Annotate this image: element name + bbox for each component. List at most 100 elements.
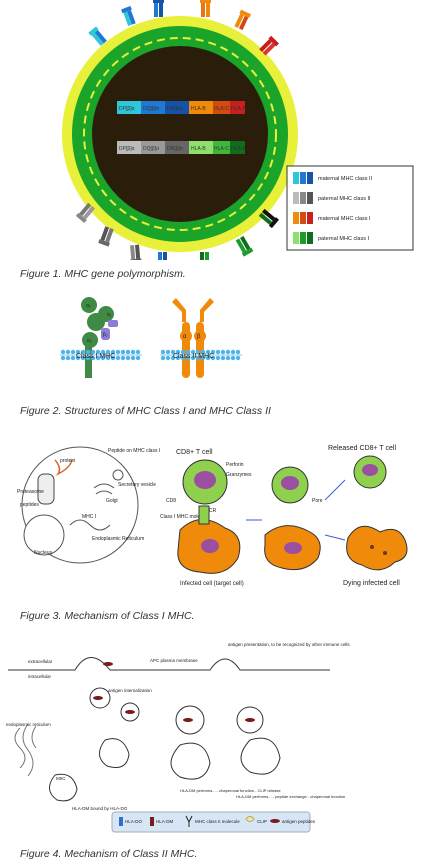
figure-2: α₂ α₁ α₃ β₂ α β Class I MHC Class II MHC… xyxy=(0,290,423,430)
dm-functions-1: HLA-DM performs... - chaperonal function… xyxy=(180,788,281,793)
tcr-label: TCR xyxy=(206,508,217,514)
lipid-bead xyxy=(105,355,111,361)
lipid-bead xyxy=(110,355,116,361)
gene-label: HLA-B xyxy=(191,106,206,112)
lipid-bead xyxy=(70,355,76,361)
lipid-bead xyxy=(130,355,136,361)
gene-box xyxy=(213,101,230,114)
figure-4-legend xyxy=(111,811,311,833)
secretory-label: Secretory vesicle xyxy=(118,482,156,488)
alpha-label: α xyxy=(183,334,187,340)
lipid-bead xyxy=(215,349,221,355)
lipid-bead xyxy=(95,355,101,361)
pore-label: Pore xyxy=(312,498,323,504)
legend-label: maternal MHC class I xyxy=(318,216,371,222)
lipid-bead xyxy=(190,355,196,361)
gene-label: HLA-C xyxy=(214,146,229,152)
lipid-bead xyxy=(195,349,201,355)
lipid-bead xyxy=(110,349,116,355)
beta2-label: β₂ xyxy=(103,332,108,338)
lipid-bead xyxy=(100,355,106,361)
lipid-bead xyxy=(95,349,101,355)
dashed-ring xyxy=(83,37,277,231)
er-label: endoplasmic reticulum xyxy=(6,722,51,727)
lipid-bead xyxy=(180,355,186,361)
released-t-cell xyxy=(353,455,387,489)
internalization-label: antigen internalization xyxy=(108,688,152,693)
granzymes-label: Granzymes xyxy=(226,472,252,478)
lipid-bead xyxy=(115,349,121,355)
infected-cell xyxy=(177,505,241,574)
lipid-beads xyxy=(60,349,241,361)
lipid-bead xyxy=(120,355,126,361)
class-1-mhc-molecule-label: Class I MHC molecule xyxy=(160,514,210,520)
peptide-on-mhc-label: Peptide on MHC class I xyxy=(108,448,160,454)
lipid-bead xyxy=(115,355,121,361)
legend-antigen: antigen peptides xyxy=(282,819,316,824)
lipid-bead xyxy=(85,355,91,361)
alpha3-label: α₃ xyxy=(87,338,92,344)
lipid-bead xyxy=(200,349,206,355)
lipid-bead xyxy=(235,355,241,361)
lipid-bead xyxy=(120,349,126,355)
alpha1-label: α₁ xyxy=(107,312,112,318)
golgi xyxy=(93,483,115,495)
plasma-membrane xyxy=(8,657,330,671)
figure-3: protein Proteasome peptides Nucleus Endo… xyxy=(0,440,423,625)
miic-label: MIIC xyxy=(56,776,66,781)
gene-label: DQ[β]α xyxy=(143,106,159,112)
gene-label: HLA-A xyxy=(231,146,246,152)
lipid-bead xyxy=(100,349,106,355)
lipid-bead xyxy=(190,349,196,355)
legend-label: maternal MHC class II xyxy=(318,176,373,182)
legend-hla-do: HLA-DO xyxy=(125,819,143,824)
legend-box: maternal MHC class II paternal MHC class… xyxy=(286,165,414,251)
gene-box xyxy=(189,101,213,114)
nucleus xyxy=(23,514,65,556)
lipid-bead xyxy=(170,355,176,361)
lipid-bead xyxy=(205,355,211,361)
protein-strand xyxy=(54,459,73,476)
lipid-bead xyxy=(185,355,191,361)
lipid-bead xyxy=(160,349,166,355)
gene-box xyxy=(230,141,245,154)
cd8-t-cell xyxy=(182,459,228,505)
legend-mhc-ii: MHC class II molecule xyxy=(195,819,240,824)
lipid-bead xyxy=(210,349,216,355)
cd8-label: CD8 xyxy=(166,498,176,504)
gene-label: DR[β]α xyxy=(167,146,183,152)
lipid-bead xyxy=(195,355,201,361)
beta-label: β xyxy=(197,334,201,340)
perforin-label: Perforin xyxy=(226,462,244,468)
gene-box xyxy=(213,141,230,154)
lipid-bead xyxy=(175,355,181,361)
figure-1: DP[β]α DQ[β]α DR[β]α HLA-B HLA-C HLA-A D… xyxy=(0,0,423,300)
lipid-bead xyxy=(210,355,216,361)
lipid-bead xyxy=(220,349,226,355)
mhc-i-label: MHC I xyxy=(82,514,96,520)
lipid-bead xyxy=(235,349,241,355)
gene-box xyxy=(117,141,141,154)
er-label: Endoplasmic Reticulum xyxy=(92,536,144,542)
lipid-bead xyxy=(175,349,181,355)
gene-box xyxy=(165,101,189,114)
infected-cell-label: Infected cell (target cell) xyxy=(180,581,244,587)
lipid-bead xyxy=(165,349,171,355)
cd8-t-cell-label: CD8+ T cell xyxy=(176,449,213,456)
gene-row-upper: DP[β]α DQ[β]α DR[β]α HLA-B HLA-C HLA-A xyxy=(117,101,246,114)
lipid-bead xyxy=(160,355,166,361)
lipid-bead xyxy=(80,355,86,361)
figure-4-caption: Figure 4. Mechanism of Class II MHC. xyxy=(20,848,198,860)
extracellular-label: extracellular xyxy=(28,659,53,664)
dying-cell xyxy=(346,525,408,571)
lipid-bead xyxy=(205,349,211,355)
class-2-label: Class II MHC xyxy=(173,353,215,360)
endosome-vesicles xyxy=(49,687,281,802)
lipid-bead xyxy=(60,355,66,361)
endoplasmic-reticulum xyxy=(14,723,37,777)
gene-box xyxy=(165,141,189,154)
antigen-peptides xyxy=(93,662,255,722)
proteasome-label: Proteasome xyxy=(17,489,44,495)
alpha2-label: α₂ xyxy=(86,303,91,309)
class-2-mechanism-diagram: extracellular intracellular APC plasma m… xyxy=(6,642,350,833)
